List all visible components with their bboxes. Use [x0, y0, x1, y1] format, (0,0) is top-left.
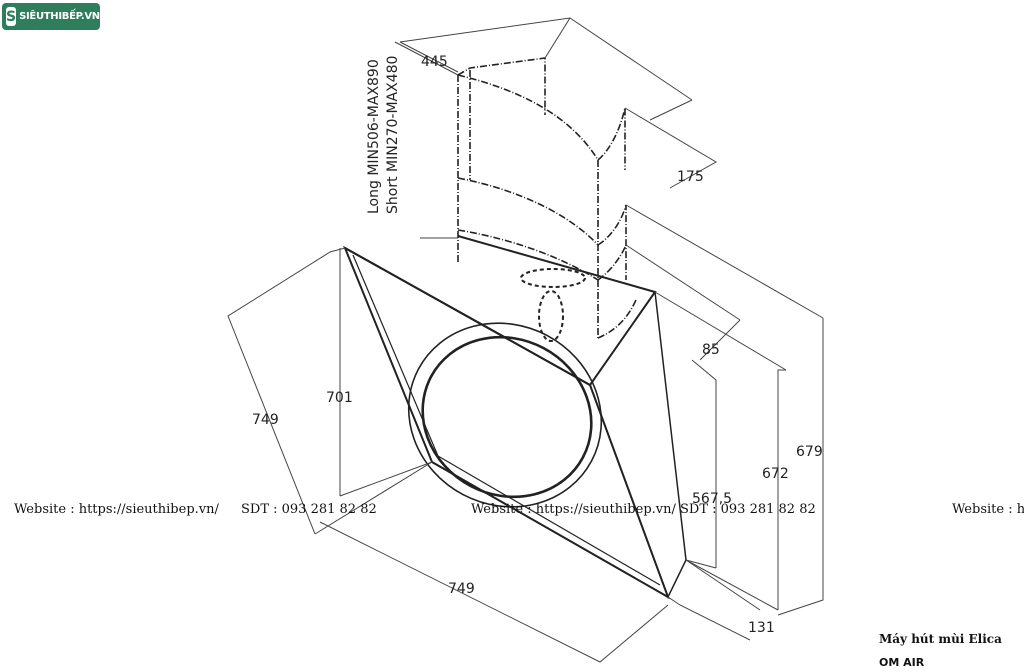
chimney — [457, 57, 637, 340]
dimension-lines — [227, 17, 824, 663]
product-model: OM AIR — [879, 656, 925, 669]
site-logo: S SIÊUTHIBẾP.VN — [2, 3, 100, 30]
dim-height-672: 672 — [762, 466, 789, 482]
logo-icon: S — [6, 7, 17, 26]
dim-long-range: Long MIN506-MAX890 — [366, 59, 382, 214]
watermark-phone: SDT : 093 281 82 82 — [241, 502, 377, 517]
dim-chimney-offset: 85 — [702, 342, 720, 358]
hood-body — [343, 235, 687, 600]
watermark-phone-2: SDT : 093 281 82 82 — [680, 502, 816, 517]
dim-height-567-5: 567,5 — [692, 491, 732, 507]
dim-diagonal-749: 749 — [252, 412, 279, 428]
dim-depth-131: 131 — [748, 620, 775, 636]
dim-height-679: 679 — [796, 444, 823, 460]
dim-width-749: 749 — [448, 581, 475, 597]
dim-top-depth: 175 — [677, 169, 704, 185]
watermark-website-2: Website : https://sieuthibep.vn/ — [471, 502, 676, 517]
watermark-website: Website : https://sieuthibep.vn/ — [14, 502, 219, 517]
dim-height-701: 701 — [326, 390, 353, 406]
outlet-markers — [520, 268, 586, 342]
product-title: Máy hút mùi Elica — [879, 632, 1002, 646]
dim-top-width: 445 — [421, 54, 448, 70]
dim-short-range: Short MIN270-MAX480 — [385, 56, 401, 214]
watermark-website-3: Website : h — [952, 502, 1024, 517]
logo-text: SIÊUTHIBẾP.VN — [19, 11, 100, 22]
